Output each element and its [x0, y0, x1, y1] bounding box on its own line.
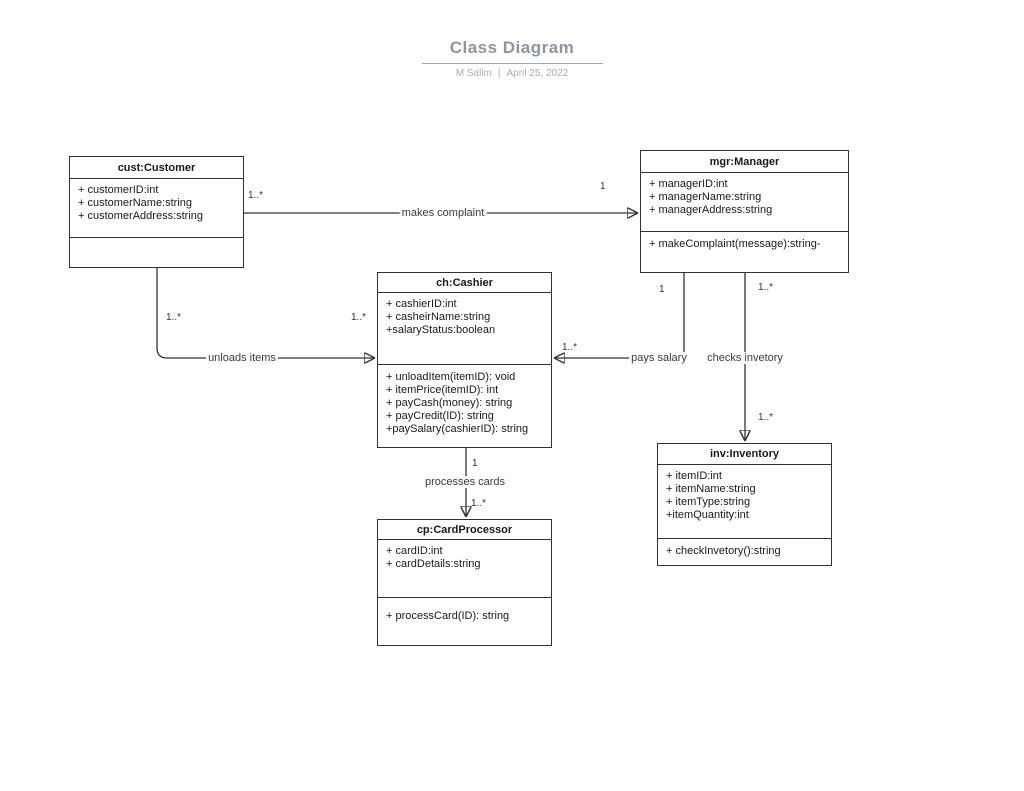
class-inventory-attributes: + itemID:int + itemName:string + itemTyp… [658, 465, 831, 539]
attribute: + casheirName:string [386, 311, 491, 323]
page-subtitle: M Salim | April 25, 2022 [0, 68, 1024, 79]
class-cardprocessor: cp:CardProcessor + cardID:int + cardDeta… [377, 519, 552, 646]
multiplicity-makes-complaint-target: 1 [600, 181, 606, 192]
attribute: + customerAddress:string [78, 210, 204, 222]
class-inventory-name: inv:Inventory [658, 444, 831, 465]
method: + makeComplaint(message):string- [649, 238, 821, 250]
attribute: + managerName:string [649, 191, 762, 203]
method: + processCard(ID): string [386, 610, 510, 622]
attribute: +salaryStatus:boolean [386, 324, 496, 336]
class-manager-methods: + makeComplaint(message):string- [641, 232, 848, 272]
relation-label-processes-cards: processes cards [422, 476, 508, 488]
relation-label-pays-salary: pays salary [629, 352, 689, 364]
attribute: + customerID:int [78, 184, 159, 196]
class-customer-methods [70, 238, 243, 267]
title-block: Class Diagram M Salim | April 25, 2022 [0, 38, 1024, 79]
method: + payCash(money): string [386, 397, 513, 409]
attribute: +itemQuantity:int [666, 509, 749, 521]
attribute: + cardDetails:string [386, 558, 481, 570]
multiplicity-pays-salary-target: 1..* [562, 342, 578, 353]
page-title: Class Diagram [449, 38, 575, 57]
multiplicity-makes-complaint-source: 1..* [248, 190, 264, 201]
method: + unloadItem(itemID): void [386, 371, 516, 383]
relation-label-unloads-items: unloads items [206, 352, 278, 364]
relation-label-checks-invetory: checks invetory [705, 352, 785, 364]
class-customer-name: cust:Customer [70, 157, 243, 179]
class-cashier-methods: + unloadItem(itemID): void + itemPrice(i… [378, 365, 551, 447]
multiplicity-checks-invetory-target: 1..* [758, 412, 774, 423]
multiplicity-unloads-items-source: 1..* [166, 312, 182, 323]
unloads-items-connector [156, 268, 375, 358]
relation-label-makes-complaint: makes complaint [399, 207, 487, 219]
class-cashier: ch:Cashier + cashierID:int + casheirName… [377, 272, 552, 448]
class-cardprocessor-name: cp:CardProcessor [378, 520, 551, 540]
class-manager-attributes: + managerID:int + managerName:string + m… [641, 173, 848, 232]
attribute: + itemID:int [666, 470, 722, 482]
class-cardprocessor-methods: + processCard(ID): string [378, 598, 551, 645]
attribute: + managerID:int [649, 178, 728, 190]
title-divider [421, 63, 603, 64]
multiplicity-processes-cards-target: 1..* [471, 498, 487, 509]
class-cashier-attributes: + cashierID:int + casheirName:string +sa… [378, 293, 551, 365]
multiplicity-unloads-items-target: 1..* [351, 312, 367, 323]
method: + itemPrice(itemID): int [386, 384, 499, 396]
attribute: + itemName:string [666, 483, 756, 495]
subtitle-author: M Salim [455, 68, 492, 79]
attribute: + cardID:int [386, 545, 443, 557]
multiplicity-processes-cards-source: 1 [472, 458, 478, 469]
class-customer-attributes: + customerID:int + customerName:string +… [70, 179, 243, 238]
class-inventory: inv:Inventory + itemID:int + itemName:st… [657, 443, 832, 566]
class-cardprocessor-attributes: + cardID:int + cardDetails:string [378, 540, 551, 598]
class-manager: mgr:Manager + managerID:int + managerNam… [640, 150, 849, 273]
method: + checkInvetory():string [666, 545, 781, 557]
class-cashier-name: ch:Cashier [378, 273, 551, 293]
attribute: + cashierID:int [386, 298, 457, 310]
multiplicity-checks-invetory-source: 1..* [758, 282, 774, 293]
subtitle-date: April 25, 2022 [506, 68, 569, 79]
class-inventory-methods: + checkInvetory():string [658, 539, 831, 565]
subtitle-separator: | [497, 68, 501, 79]
multiplicity-pays-salary-source: 1 [659, 284, 665, 295]
method: + payCredit(ID): string [386, 410, 494, 422]
attribute: + customerName:string [78, 197, 193, 209]
class-customer: cust:Customer + customerID:int + custome… [69, 156, 244, 268]
attribute: + itemType:string [666, 496, 751, 508]
class-manager-name: mgr:Manager [641, 151, 848, 173]
method: +paySalary(cashierID): string [386, 423, 529, 435]
attribute: + managerAddress:string [649, 204, 773, 216]
